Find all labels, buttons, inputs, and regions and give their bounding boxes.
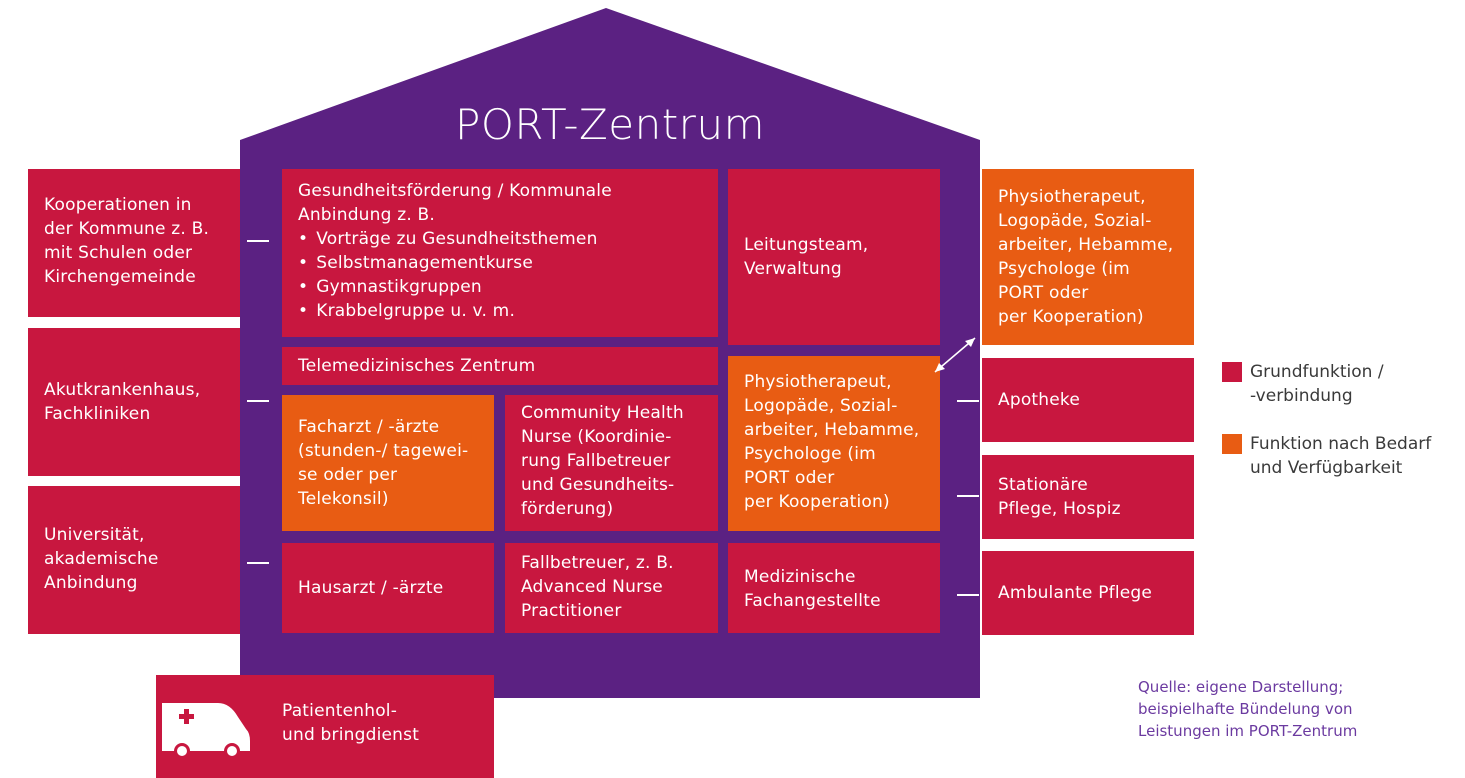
- connector-right-1: [957, 400, 979, 402]
- box-hausarzt: Hausarzt / -ärzte: [282, 543, 494, 633]
- box-medizinische-fachangestellte: Medizinische Fachangestellte: [728, 543, 940, 633]
- list-item: Gymnastikgruppen: [298, 275, 702, 299]
- double-arrow-icon: [934, 337, 976, 373]
- patient-label-line: und bringdienst: [282, 725, 420, 745]
- box-telemedizin: Telemedizinisches Zentrum: [282, 347, 718, 385]
- gesundheit-list: Vorträge zu Gesundheitsthemen Selbstmana…: [298, 227, 702, 323]
- box-facharzt: Facharzt / -ärzte (stunden-/ tagewei- se…: [282, 395, 494, 531]
- legend-swatch-red: [1222, 362, 1242, 382]
- connector-right-3: [957, 594, 979, 596]
- box-physio-outer: Physiotherapeut, Logopäde, Sozial- arbei…: [982, 169, 1194, 345]
- list-item: Selbstmanagementkurse: [298, 251, 702, 275]
- connector-left-1: [247, 240, 269, 242]
- box-apotheke: Apotheke: [982, 358, 1194, 442]
- ambulance-icon: [162, 703, 250, 757]
- legend-label-bedarf: Funktion nach Bedarf und Verfügbarkeit: [1250, 434, 1432, 478]
- box-community-health-nurse: Community Health Nurse (Koordinie- rung …: [505, 395, 718, 531]
- box-patiententransport: Patientenhol- und bringdienst: [156, 675, 494, 778]
- box-fallbetreuer: Fallbetreuer, z. B. Advanced Nurse Pract…: [505, 543, 718, 633]
- box-kooperationen: Kooperationen in der Kommune z. B. mit S…: [28, 169, 240, 317]
- connector-right-2: [957, 495, 979, 497]
- page-title: PORT-Zentrum: [455, 100, 765, 149]
- box-stationaere-pflege: Stationäre Pflege, Hospiz: [982, 455, 1194, 539]
- patient-label-line: Patientenhol-: [282, 701, 398, 721]
- connector-left-2: [247, 400, 269, 402]
- source-note: Quelle: eigene Darstellung; beispielhaft…: [1138, 678, 1358, 740]
- list-item: Krabbelgruppe u. v. m.: [298, 299, 702, 323]
- box-universitaet: Universität, akademische Anbindung: [28, 486, 240, 634]
- box-akutkrankenhaus: Akutkrankenhaus, Fachkliniken: [28, 328, 240, 476]
- legend-swatch-orange: [1222, 434, 1242, 454]
- legend-label-grundfunktion: Grundfunktion / -verbindung: [1250, 362, 1384, 406]
- connector-left-3: [247, 562, 269, 564]
- box-ambulante-pflege: Ambulante Pflege: [982, 551, 1194, 635]
- box-gesundheitsfoerderung: Gesundheitsförderung / Kommunale Anbindu…: [282, 169, 718, 337]
- box-leitungsteam: Leitungsteam, Verwaltung: [728, 169, 940, 345]
- list-item: Vorträge zu Gesundheitsthemen: [298, 227, 702, 251]
- box-physio-inner: Physiotherapeut, Logopäde, Sozial- arbei…: [728, 356, 940, 531]
